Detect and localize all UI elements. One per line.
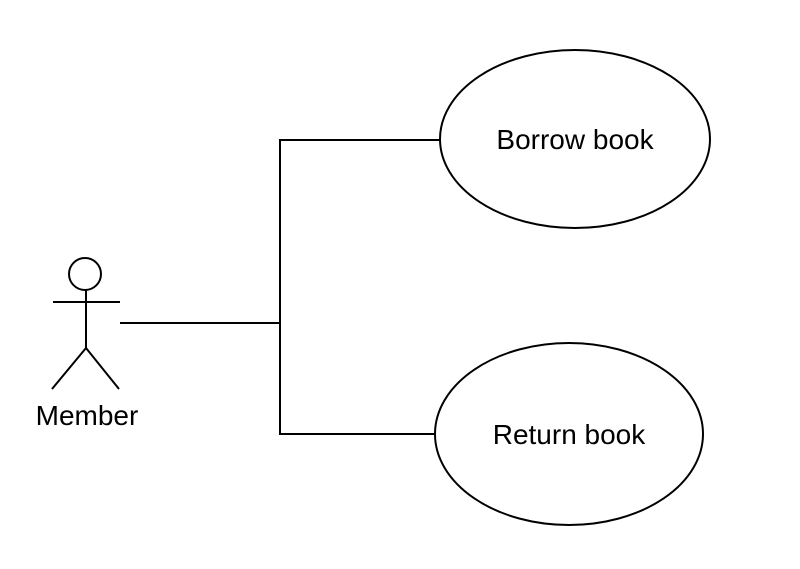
actor-label: Member (36, 400, 139, 431)
use-case-return-book: Return book (434, 342, 704, 526)
borrow-book-ellipse (439, 49, 711, 229)
borrow-book-label: Borrow book (496, 124, 654, 155)
return-book-ellipse (434, 342, 704, 526)
actor-right-leg (85, 347, 120, 390)
actor-head (68, 257, 102, 291)
use-case-borrow-book: Borrow book (439, 49, 711, 229)
actor-member: Member (36, 257, 139, 431)
actor-left-leg (51, 347, 87, 390)
association-connectors (120, 139, 441, 435)
return-book-label: Return book (493, 419, 647, 450)
